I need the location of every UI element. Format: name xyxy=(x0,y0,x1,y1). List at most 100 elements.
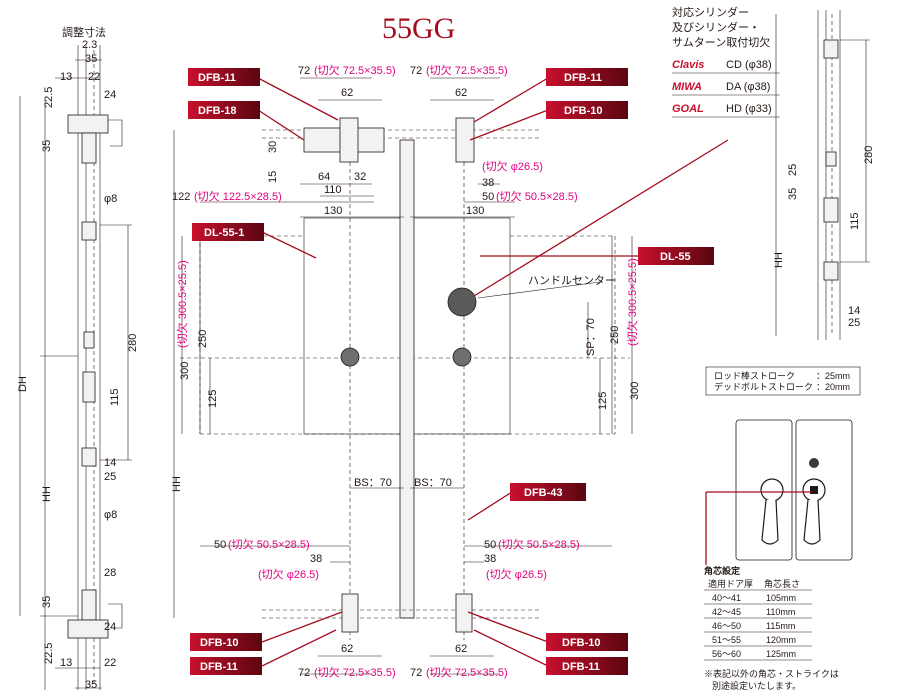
dim-35-side: 35 xyxy=(41,140,53,152)
angle-table-heading: 角芯設定 xyxy=(704,565,741,576)
dim-phi26-top: (切欠 φ26.5) xyxy=(482,159,543,173)
dim-62-c: 62 xyxy=(341,643,353,655)
cylinder-heading-1: 対応シリンダー xyxy=(672,5,749,19)
dim-50-top-cut: (切欠 50.5×28.5) xyxy=(496,189,578,203)
cylinder-heading-2: 及びシリンダー・ xyxy=(672,20,760,34)
dim-122: 122 xyxy=(172,191,190,203)
dim-300-right-cut: (切欠 300.5×25.5) xyxy=(625,258,639,346)
right-dim-280: 280 xyxy=(863,146,875,164)
dim-phi8-top: φ8 xyxy=(104,193,117,205)
dim-62-a: 62 xyxy=(341,87,353,99)
dim-2-3: 2.3 xyxy=(82,39,97,51)
dim-24-top: 24 xyxy=(104,89,116,101)
stroke-rod-value: ：25mm xyxy=(816,371,850,381)
cylinder-heading-3: サムターン取付切欠 xyxy=(672,35,770,49)
dim-22-bottom: 22 xyxy=(104,657,116,669)
dim-72-top-left: 72 xyxy=(298,65,310,77)
dim-13-top: 13 xyxy=(60,71,72,83)
spec-clavis: CD (φ38) xyxy=(726,59,772,71)
angle-table-col1: 適用ドア厚 xyxy=(708,578,753,589)
tag-dl55: DL-55 xyxy=(660,251,691,263)
tag-dfb11-top-left: DFB-11 xyxy=(198,72,236,84)
part-callouts: DFB-11 DFB-18 DFB-11 DFB-10 DL-55-1 DL-5… xyxy=(188,68,729,675)
tag-dfb10-bottom-right: DFB-10 xyxy=(562,637,601,649)
adjust-dims-heading: 調整寸法 xyxy=(62,25,106,39)
dim-122-cut: (切欠 122.5×28.5) xyxy=(194,189,282,203)
dim-22-5-top: 22.5 xyxy=(43,87,55,108)
dim-50-bottom-left-cut: (切欠 50.5×28.5) xyxy=(228,537,310,551)
dim-50-bottom-right-cut: (切欠 50.5×28.5) xyxy=(498,537,580,551)
cylinder-compat-box: 対応シリンダー 及びシリンダー・ サムターン取付切欠 Clavis CD (φ3… xyxy=(672,5,780,118)
page-title: 55GG xyxy=(382,12,455,45)
angle-row-5-len: 125mm xyxy=(766,649,796,659)
dim-300-right: 300 xyxy=(629,382,641,400)
dim-250-left: 250 xyxy=(197,330,209,348)
dim-13-bottom: 13 xyxy=(60,657,72,669)
dim-bs70-a: BS：70 xyxy=(354,477,392,489)
brand-miwa: MIWA xyxy=(672,81,702,93)
dim-125-right: 125 xyxy=(597,392,609,410)
dim-hh-center: HH xyxy=(171,476,183,492)
tag-dfb10-top-right: DFB-10 xyxy=(564,105,603,117)
stroke-deadbolt-value: ：20mm xyxy=(816,382,850,392)
angle-row-4-door: 51〜55 xyxy=(712,635,741,645)
dim-38-bottom-left: 38 xyxy=(310,553,322,565)
dim-50-bottom-right: 50 xyxy=(484,539,496,551)
right-dim-hh: HH xyxy=(773,252,785,268)
dim-250-right: 250 xyxy=(609,326,621,344)
dim-38-top: 38 xyxy=(482,177,494,189)
angle-row-3-door: 46〜50 xyxy=(712,621,741,631)
center-plan: 72 (切欠 72.5×35.5) 72 (切欠 72.5×35.5) 62 6… xyxy=(171,63,641,679)
angle-row-2-door: 42〜45 xyxy=(712,607,741,617)
stroke-deadbolt-label: デッドボルトストローク xyxy=(714,381,813,392)
right-dim-115: 115 xyxy=(849,212,861,230)
dim-300-left-cut: (切欠 300.5×25.5) xyxy=(175,260,189,348)
dim-24-bottom: 24 xyxy=(104,621,116,633)
dim-22-5-bottom: 22.5 xyxy=(43,643,55,664)
right-dim-25: 25 xyxy=(787,164,799,176)
dim-dh: DH xyxy=(17,376,29,392)
tag-dfb11-bottom-left: DFB-11 xyxy=(200,661,238,673)
handle-center-label: ハンドルセンター xyxy=(528,274,616,287)
tag-dl55-1: DL-55-1 xyxy=(204,227,244,239)
dim-72-bottom-right: 72 xyxy=(410,667,422,679)
dim-hh-left: HH xyxy=(41,486,53,502)
dim-50-top: 50 xyxy=(482,191,494,203)
right-dim-25-bottom: 25 xyxy=(848,317,860,329)
dim-22-top: 22 xyxy=(88,71,100,83)
stroke-rod-label: ロッド棒ストローク xyxy=(714,370,795,381)
dim-30: 30 xyxy=(267,141,279,153)
tag-dfb11-bottom-right: DFB-11 xyxy=(562,661,600,673)
tag-dfb11-top-right: DFB-11 xyxy=(564,72,602,84)
dim-300-left: 300 xyxy=(179,362,191,380)
left-elevation: 調整寸法 2.3 35 13 22 22.5 24 xyxy=(17,25,139,691)
dim-72-top-right-cut: (切欠 72.5×35.5) xyxy=(426,63,508,77)
lever-handle-illustration xyxy=(705,419,853,565)
dim-72-bottom-left-cut: (切欠 72.5×35.5) xyxy=(314,665,396,679)
stroke-box: ロッド棒ストローク ：25mm デッドボルトストローク ：20mm xyxy=(705,366,861,396)
dim-sp70: SP：70 xyxy=(585,318,597,356)
dim-35-top: 35 xyxy=(85,53,97,65)
brand-clavis: Clavis xyxy=(672,59,704,71)
dim-72-top-left-cut: (切欠 72.5×35.5) xyxy=(314,63,396,77)
angle-row-1-len: 105mm xyxy=(766,593,796,603)
dim-64: 64 xyxy=(318,171,330,183)
right-dim-35: 35 xyxy=(787,188,799,200)
angle-note-2: 別途設定いたします。 xyxy=(712,680,801,691)
brand-goal: GOAL xyxy=(672,103,704,115)
dim-32: 32 xyxy=(354,171,366,183)
dim-phi26-bottom-right: (切欠 φ26.5) xyxy=(486,567,547,581)
tag-dfb18: DFB-18 xyxy=(198,105,237,117)
dim-115: 115 xyxy=(109,388,121,406)
dim-72-bottom-left: 72 xyxy=(298,667,310,679)
tag-dfb43: DFB-43 xyxy=(524,487,563,499)
tag-dfb10-bottom-left: DFB-10 xyxy=(200,637,239,649)
dim-35-bottom-side: 35 xyxy=(41,596,53,608)
dim-280: 280 xyxy=(127,334,139,352)
dim-62-b: 62 xyxy=(455,87,467,99)
dim-25-mid: 25 xyxy=(104,471,116,483)
dim-15: 15 xyxy=(267,171,279,183)
angle-row-3-len: 115mm xyxy=(766,621,795,631)
right-dim-14: 14 xyxy=(848,305,860,317)
